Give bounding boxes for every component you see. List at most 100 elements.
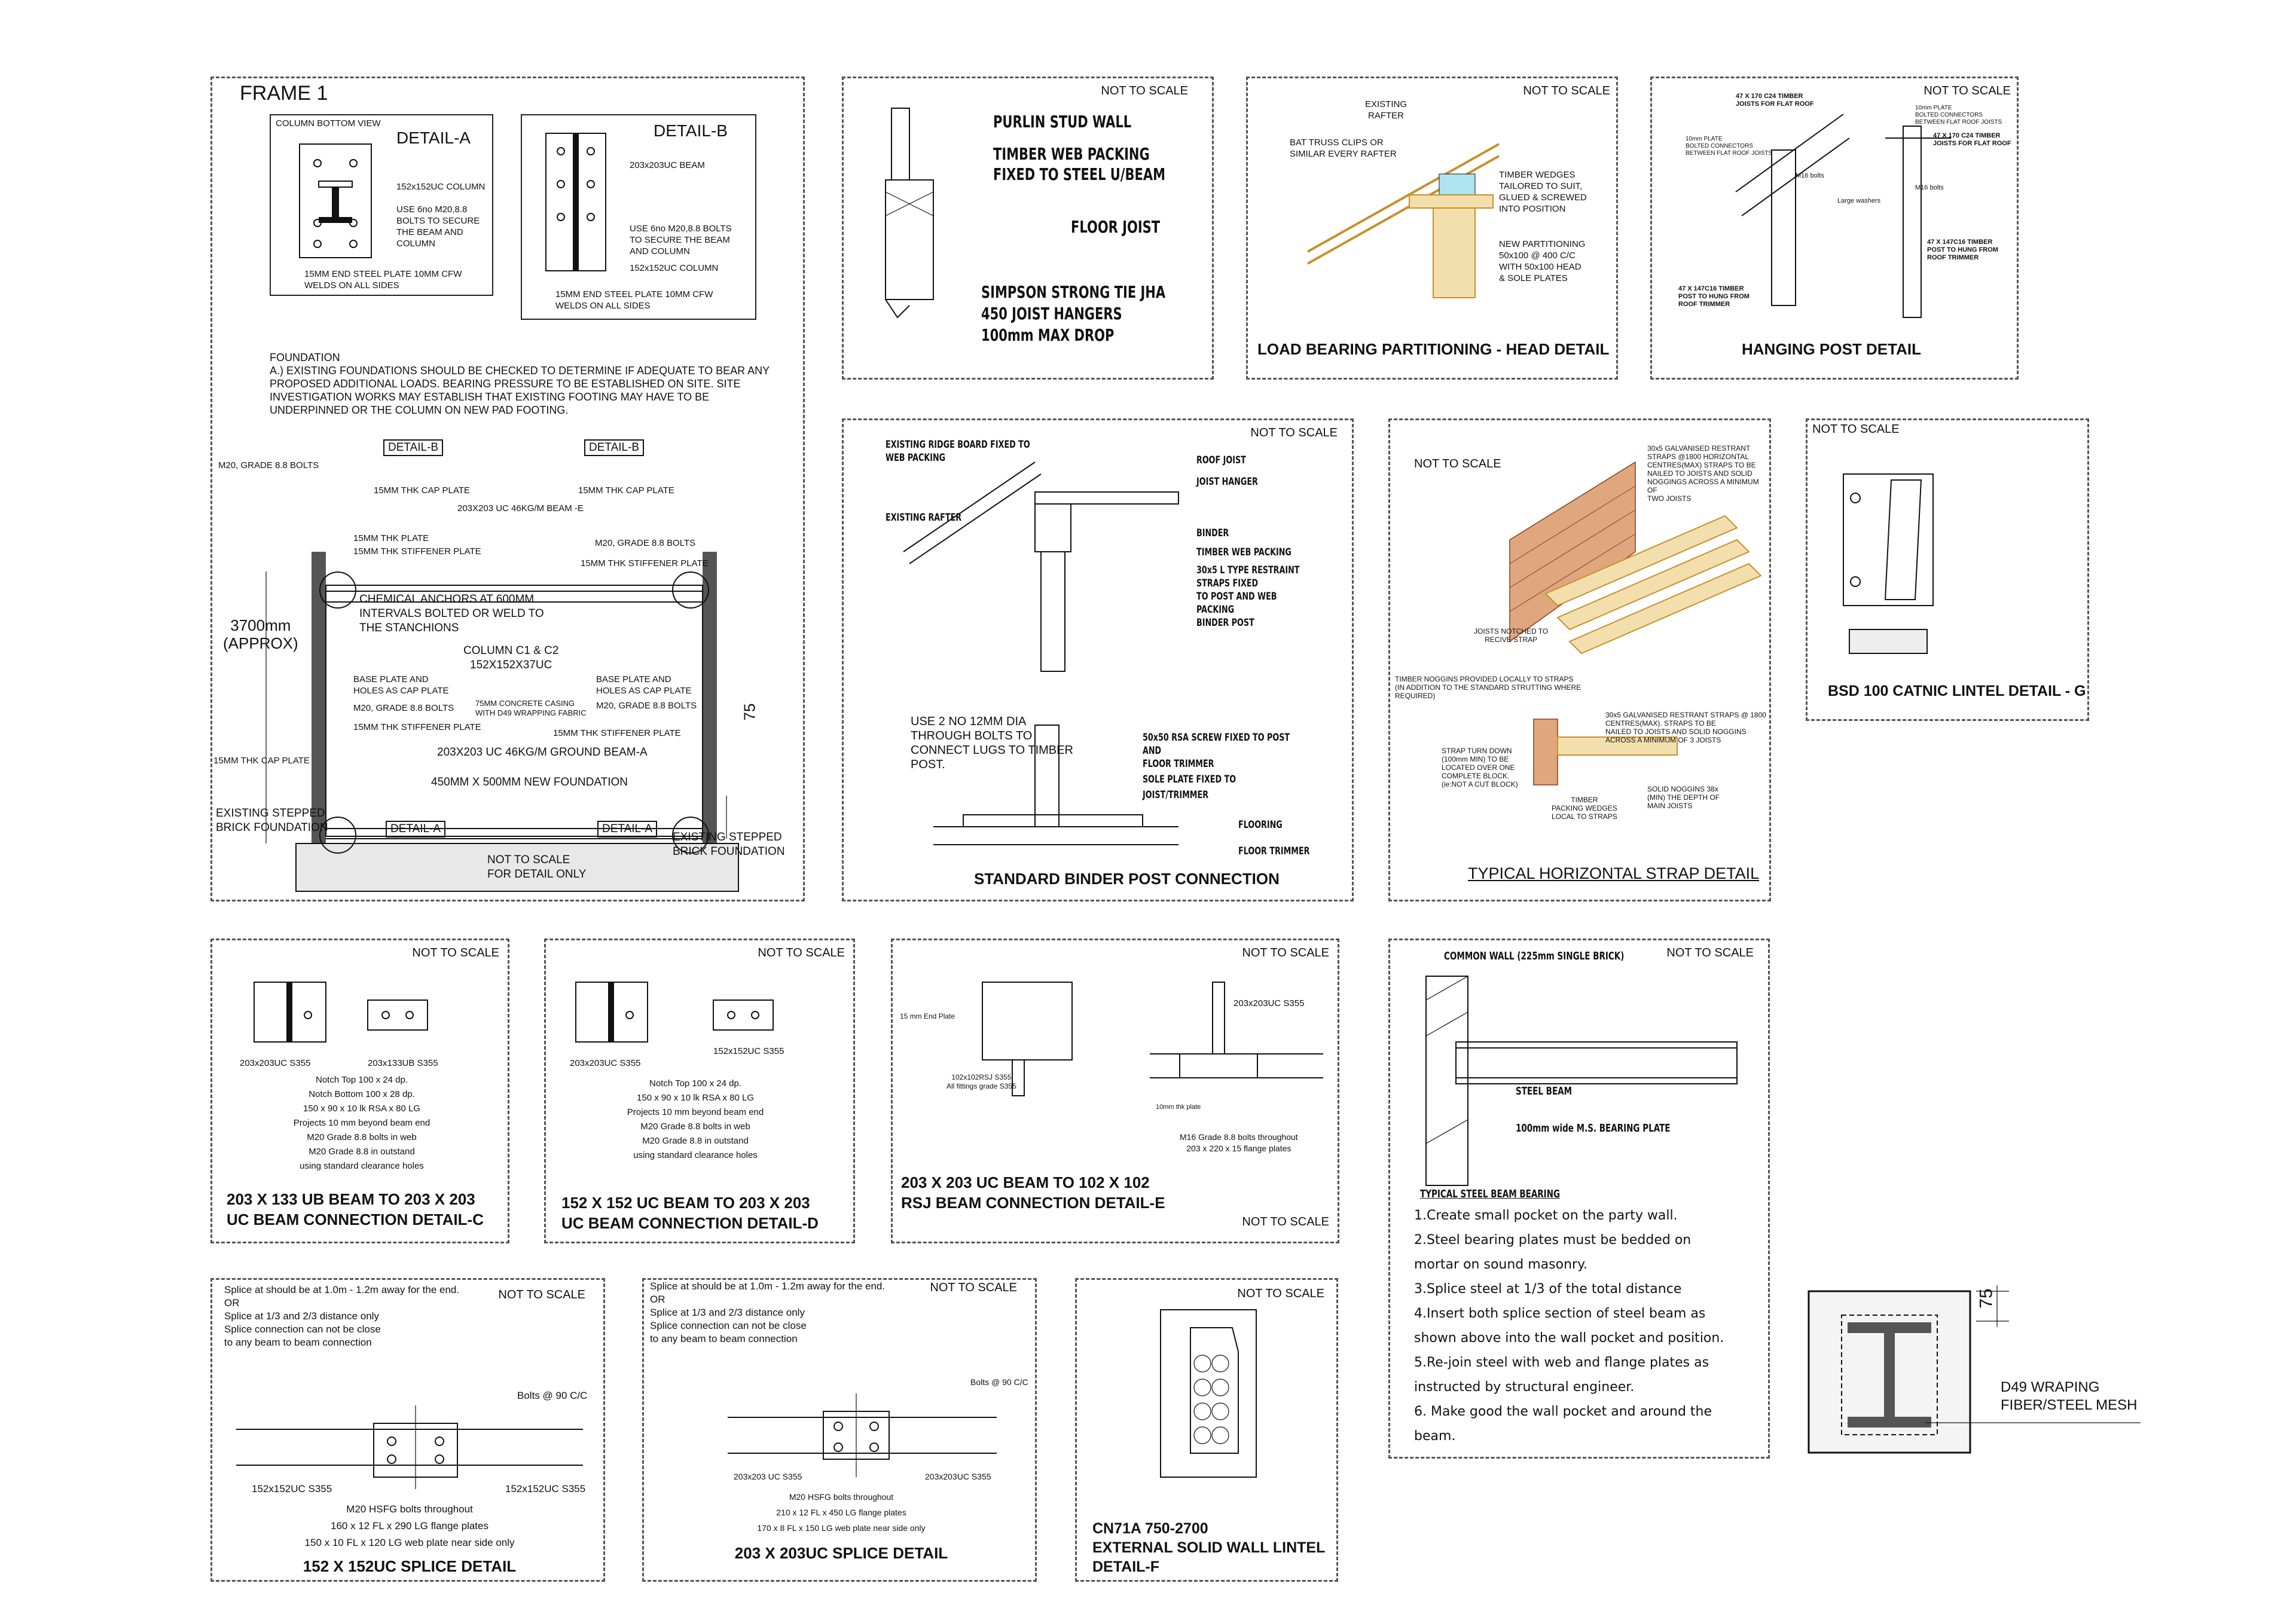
party-notes: 1.Create small pocket on the party wall.… bbox=[1414, 1203, 1761, 1448]
catnic-drawing bbox=[1843, 473, 1934, 654]
frame-stiff-right: 15MM THK STIFFENER PLATE bbox=[581, 558, 709, 568]
frame-base-right: BASE PLATE AND HOLES AS CAP PLATE bbox=[596, 674, 692, 696]
party-note-line: 4.Insert both splice section of steel be… bbox=[1414, 1306, 1706, 1321]
strap-not-to-scale: NOT TO SCALE bbox=[1414, 457, 1501, 470]
catnic-title: BSD 100 CATNIC LINTEL DETAIL - G bbox=[1828, 683, 2086, 699]
splice-203-panel: NOT TO SCALE Splice at should be at 1.0m… bbox=[642, 1278, 1037, 1582]
frame-elevation-drawing bbox=[265, 552, 739, 892]
splice-203-notes: M20 HSFG bolts throughout 210 x 12 FL x … bbox=[757, 1492, 926, 1533]
binder-packing-label: TIMBER WEB PACKING bbox=[1196, 546, 1292, 558]
party-note-line: 6. Make good the wall pocket and around … bbox=[1414, 1404, 1712, 1419]
detail-d-not-to-scale: NOT TO SCALE bbox=[758, 946, 845, 959]
detail-e-not-to-scale: NOT TO SCALE bbox=[1242, 946, 1329, 959]
detail-b-box: DETAIL-B 203x203UC BEAM USE 6no M20,8.8 … bbox=[521, 114, 756, 320]
splice-203-note: Splice at should be at 1.0m - 1.2m away … bbox=[650, 1280, 886, 1344]
detail-d-title: 152 X 152 UC BEAM TO 203 X 203 UC BEAM C… bbox=[561, 1194, 819, 1232]
purlin-web-packing-label: TIMBER WEB PACKING FIXED TO STEEL U/BEAM bbox=[993, 144, 1165, 184]
strap-turn-down-label: STRAP TURN DOWN (100mm MIN) TO BE LOCATE… bbox=[1442, 747, 1518, 788]
hanging-plate-label: 10mm PLATE BOLTED CONNECTORS BETWEEN FLA… bbox=[1686, 136, 1773, 157]
binder-trimmer-label: FLOOR TRIMMER bbox=[1238, 845, 1310, 857]
detail-c-notes: Notch Top 100 x 24 dp. Notch Bottom 100 … bbox=[293, 1075, 430, 1171]
frame-not-to-scale: NOT TO SCALE FOR DETAIL ONLY bbox=[487, 854, 587, 881]
party-wall-drawing bbox=[1425, 976, 1738, 1186]
splice-203-not-to-scale: NOT TO SCALE bbox=[930, 1281, 1017, 1294]
detail-c-right-label: 203x133UB S355 bbox=[368, 1058, 438, 1068]
party-note-line: mortar on sound masonry. bbox=[1414, 1257, 1587, 1272]
detail-e-plate: 10mm thk plate bbox=[1156, 1104, 1201, 1111]
splice-152-title: 152 X 152UC SPLICE DETAIL bbox=[303, 1557, 517, 1575]
catnic-not-to-scale: NOT TO SCALE bbox=[1812, 423, 1900, 436]
frame-bolts-right: M20, GRADE 8.8 BOLTS bbox=[595, 538, 696, 548]
strap-panel: NOT TO SCALE 30x5 GALVANISED RESTRANT ST… bbox=[1388, 418, 1771, 901]
detail-b-column-label: 152x152UC COLUMN bbox=[630, 263, 719, 273]
detail-e-uc: 203x203UC S355 bbox=[1234, 998, 1305, 1008]
hanging-joists-label: 47 X 170 C24 TIMBER JOISTS FOR FLAT ROOF bbox=[1736, 93, 1814, 108]
partition-new-label: NEW PARTITIONING 50x100 @ 400 C/C WITH 5… bbox=[1499, 239, 1586, 283]
frame-stiff-low-left: 15MM THK STIFFENER PLATE bbox=[353, 722, 481, 732]
splice-152-right-label: 152x152UC S355 bbox=[505, 1483, 586, 1494]
frame-plate15: 15MM THK PLATE bbox=[353, 533, 429, 543]
detail-a-plate-label: 15MM END STEEL PLATE 10MM CFW WELDS ON A… bbox=[304, 269, 462, 291]
binder-binder-label: BINDER bbox=[1196, 527, 1229, 539]
frame-cap-left: 15MM THK CAP PLATE bbox=[374, 485, 470, 496]
splice-203-drawing bbox=[728, 1393, 997, 1477]
strap-galvanised-label: 30x5 GALVANISED RESTRANT STRAPS @1800 HO… bbox=[1647, 444, 1759, 503]
frame-base-left: BASE PLATE AND HOLES AS CAP PLATE bbox=[353, 674, 449, 696]
casing-label: D49 WRAPING FIBER/STEEL MESH bbox=[2001, 1379, 2138, 1413]
frame-1-title: FRAME 1 bbox=[240, 82, 328, 105]
hanging-post-label: 47 X 147C16 TIMBER POST TO HUNG FROM ROO… bbox=[1678, 285, 1750, 308]
hanging-not-to-scale: NOT TO SCALE bbox=[1923, 84, 2011, 97]
strap-galvanised-label-2: 30x5 GALVANISED RESTRANT STRAPS @ 1800 C… bbox=[1605, 711, 1766, 744]
strap-notched-label: JOISTS NOTCHED TO RECIVE STRAP bbox=[1474, 627, 1549, 644]
lintel-f-not-to-scale: NOT TO SCALE bbox=[1237, 1287, 1324, 1300]
party-common-wall-label: COMMON WALL (225mm SINGLE BRICK) bbox=[1444, 950, 1625, 962]
frame-anchors: CHEMICAL ANCHORS AT 600MM INTERVALS BOLT… bbox=[359, 593, 544, 634]
detail-b-plate-label: 15MM END STEEL PLATE 10MM CFW WELDS ON A… bbox=[555, 289, 713, 311]
binder-flooring-label: FLOORING bbox=[1238, 819, 1283, 831]
party-not-to-scale: NOT TO SCALE bbox=[1666, 946, 1754, 959]
detail-b-beam-label: 203x203UC BEAM bbox=[630, 160, 705, 170]
casing-detail: 75 D49 WRAPING FIBER/STEEL MESH bbox=[1806, 1279, 2141, 1471]
detail-e-not-to-scale-bottom: NOT TO SCALE bbox=[1242, 1215, 1329, 1228]
hanging-plate-label-2: 10mm PLATE BOLTED CONNECTORS BETWEEN FLA… bbox=[1915, 105, 2002, 126]
purlin-floor-joist-label: FLOOR JOIST bbox=[1071, 217, 1161, 237]
splice-152-left-label: 152x152UC S355 bbox=[252, 1483, 332, 1494]
detail-d-right-label: 152x152UC S355 bbox=[713, 1046, 784, 1056]
casing-dim-75: 75 bbox=[1976, 1288, 1996, 1309]
purlin-panel: NOT TO SCALE PURLIN STUD WALL TIMBER WEB… bbox=[842, 77, 1214, 380]
detail-d-left-label: 203x203UC S355 bbox=[570, 1058, 641, 1068]
binder-not-to-scale: NOT TO SCALE bbox=[1250, 426, 1338, 439]
splice-152-panel: NOT TO SCALE Splice at should be at 1.0m… bbox=[210, 1278, 605, 1582]
frame-height: 3700mm (APPROX) bbox=[223, 616, 298, 652]
frame-stepped-right: EXISTING STEPPED BRICK FOUNDATION bbox=[673, 831, 785, 858]
purlin-hangers-label: SIMPSON STRONG TIE JHA 450 JOIST HANGERS… bbox=[981, 282, 1166, 345]
binder-panel: NOT TO SCALE EXISTING RIDGE BOARD FIXED … bbox=[842, 418, 1354, 901]
partition-clips-label: BAT TRUSS CLIPS OR SIMILAR EVERY RAFTER bbox=[1290, 137, 1397, 159]
party-wall-panel: NOT TO SCALE COMMON WALL (225mm SINGLE B… bbox=[1388, 939, 1770, 1459]
splice-152-drawing bbox=[236, 1405, 583, 1489]
hanging-washers-label: Large washers bbox=[1837, 197, 1881, 204]
partition-drawing bbox=[1307, 143, 1500, 298]
splice-203-left-label: 203x203 UC S355 bbox=[734, 1472, 802, 1481]
frame-top-beam: 203X203 UC 46KG/M BEAM -E bbox=[457, 503, 584, 514]
detail-a-caption: COLUMN BOTTOM VIEW bbox=[276, 118, 381, 129]
party-note-line: 5.Re-join steel with web and flange plat… bbox=[1414, 1355, 1709, 1370]
detail-e-end-plate: 15 mm End Plate bbox=[900, 1012, 955, 1020]
detail-c-not-to-scale: NOT TO SCALE bbox=[412, 946, 499, 959]
binder-title: STANDARD BINDER POST CONNECTION bbox=[974, 870, 1280, 888]
binder-roof-joist-label: ROOF JOIST bbox=[1196, 454, 1246, 466]
party-note-line: 3.Splice steel at 1/3 of the total dista… bbox=[1414, 1282, 1682, 1297]
hanging-joists-label-2: 47 X 170 C24 TIMBER JOISTS FOR FLAT ROOF bbox=[1933, 132, 2011, 147]
strap-title: TYPICAL HORIZONTAL STRAP DETAIL bbox=[1468, 864, 1760, 882]
frame-bolts-low-right: M20, GRADE 8.8 BOLTS bbox=[596, 701, 697, 711]
frame-stepped-left: EXISTING STEPPED BRICK FOUNDATION bbox=[216, 807, 328, 834]
party-typical-bearing-label: TYPICAL STEEL BEAM BEARING bbox=[1420, 1188, 1561, 1200]
frame-detail-b-right: DETAIL-B bbox=[584, 439, 645, 456]
detail-d-notes: Notch Top 100 x 24 dp. 150 x 90 x 10 lk … bbox=[627, 1078, 764, 1160]
hanging-post-panel: NOT TO SCALE 47 X 170 C24 TIMBER JOISTS … bbox=[1650, 77, 2019, 380]
frame-detail-a-left: DETAIL-A bbox=[386, 821, 446, 838]
detail-b-plate-drawing bbox=[545, 133, 606, 271]
lintel-f-drawing bbox=[1160, 1309, 1257, 1478]
hanging-bolts-label-2: M16 bolts bbox=[1915, 184, 1944, 191]
detail-a-plate-drawing bbox=[299, 143, 372, 258]
